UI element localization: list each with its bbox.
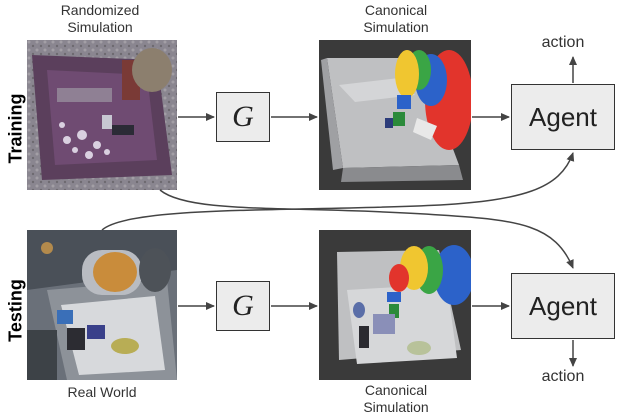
agent-box-bottom: Agent [511, 273, 615, 339]
canonical-simulation-image-bottom [319, 230, 471, 380]
action-label-bottom: action [541, 368, 585, 385]
generator-box-bottom: G [216, 281, 270, 331]
randomized-simulation-label: Randomized Simulation [60, 2, 140, 35]
canonical-simulation-label-top: Canonical Simulation [363, 2, 429, 35]
agent-label-bottom: Agent [529, 290, 597, 321]
canonical-simulation-image-top [319, 40, 471, 190]
randomized-simulation-image [27, 40, 177, 190]
row-label-training: Training [5, 93, 26, 164]
canonical-simulation-label-bottom: Canonical Simulation [363, 382, 429, 415]
real-world-image [27, 230, 177, 380]
row-label-testing: Testing [5, 279, 26, 342]
agent-box-top: Agent [511, 84, 615, 150]
generator-label-top: G [232, 100, 254, 133]
real-world-label: Real World [67, 384, 137, 400]
generator-label-bottom: G [232, 289, 254, 322]
action-label-top: action [541, 34, 585, 51]
generator-box-top: G [216, 92, 270, 142]
agent-label-top: Agent [529, 101, 597, 132]
